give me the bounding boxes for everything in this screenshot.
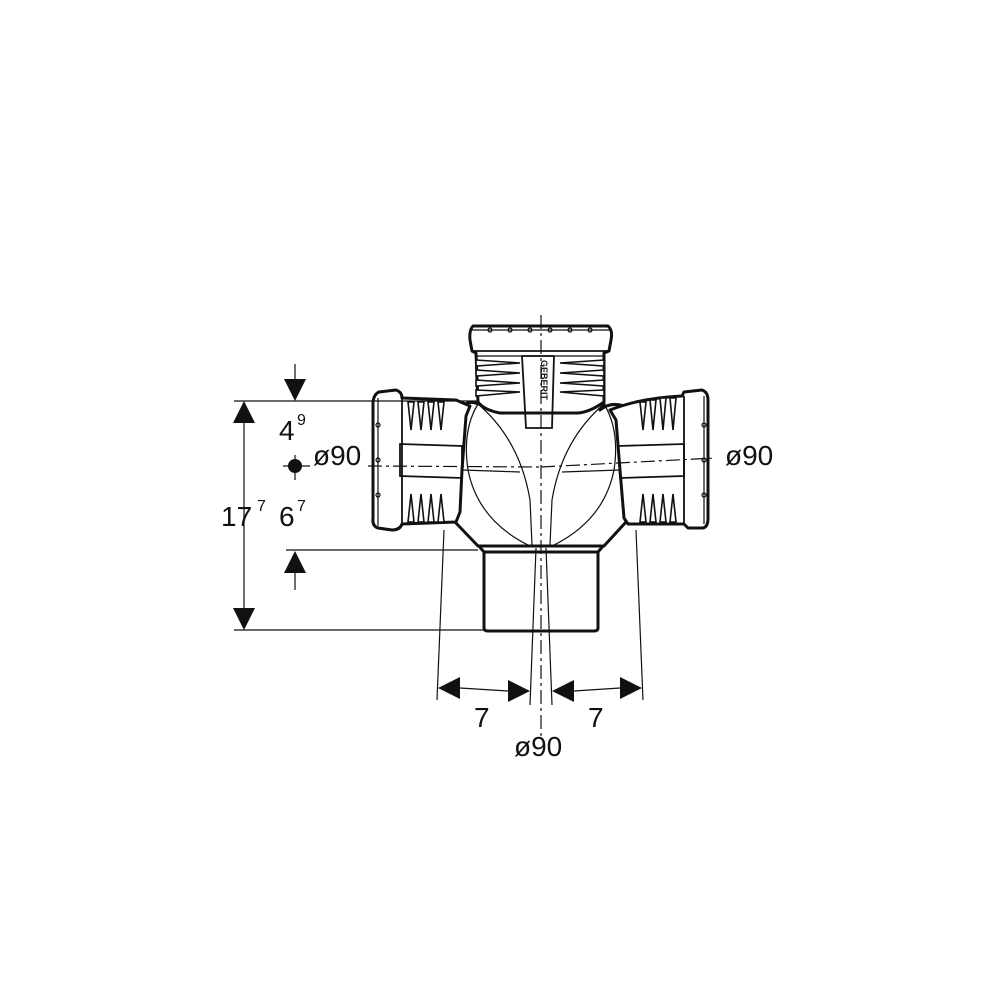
ext-line-center-left	[529, 547, 537, 706]
right-offset-arrow-right	[620, 677, 642, 699]
left-diameter-label: ø90	[313, 440, 361, 471]
right-branch-curve	[549, 403, 605, 546]
top-offset-value: 4	[279, 415, 295, 446]
axis-lines	[367, 315, 716, 738]
top-offset-sup: 9	[297, 412, 306, 429]
top-offset-arrow	[284, 379, 306, 401]
right-label-band	[617, 443, 685, 479]
bottom-spigot	[482, 546, 600, 633]
left-offset-value: 7	[474, 702, 490, 733]
fitting-details: GEBERIT	[375, 327, 707, 546]
ext-line-center-right	[545, 547, 553, 706]
left-branch-curve	[477, 403, 533, 546]
logo-text: GEBERIT	[539, 360, 549, 401]
lower-offset-value: 6	[279, 501, 295, 532]
total-height-arrow-bottom	[233, 608, 255, 630]
left-offset-arrow-left	[438, 677, 460, 699]
logo-plate	[521, 355, 555, 429]
dimension-labels: 4 9 ø90 17 7 6 7 ø90 7 7 ø90	[221, 412, 773, 762]
total-height-arrow-top	[233, 401, 255, 423]
total-height-value: 17	[221, 501, 252, 532]
top-socket-ribs	[470, 327, 612, 397]
left-offset-arrow-right	[508, 680, 530, 702]
bottom-diameter-label: ø90	[514, 731, 562, 762]
dimension-lines	[233, 364, 644, 706]
lower-offset-sup: 7	[297, 498, 306, 515]
total-height-sup: 7	[257, 498, 266, 515]
left-label-band	[399, 443, 463, 479]
right-diameter-label: ø90	[725, 440, 773, 471]
right-offset-value: 7	[588, 702, 604, 733]
ext-line-right-offset	[635, 529, 644, 701]
lower-offset-arrow	[284, 551, 306, 573]
ext-line-left-offset	[436, 529, 445, 701]
left-socket-ribs	[375, 398, 445, 526]
left-axis	[367, 465, 542, 468]
left-offset-line	[459, 687, 509, 692]
right-wall-line	[561, 469, 621, 473]
right-offset-line	[573, 687, 621, 692]
right-axis	[540, 457, 716, 468]
right-socket-ribs	[639, 396, 707, 524]
right-offset-arrow-left	[552, 680, 574, 702]
left-wall-line	[461, 469, 521, 473]
